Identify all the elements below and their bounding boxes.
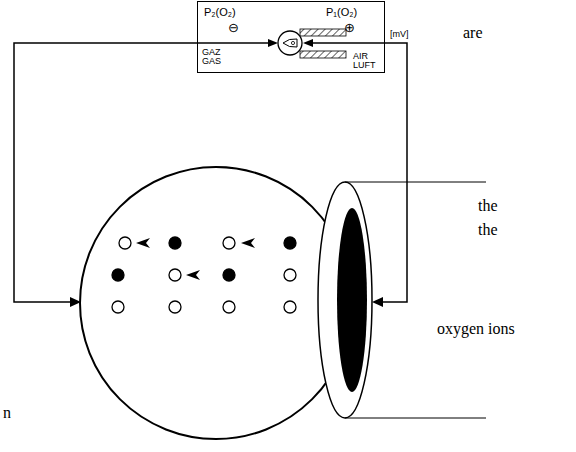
sensor-probe [283,38,297,46]
ion-dot [284,237,296,249]
box-label: P₂(O₂) [204,7,236,19]
polarity-sign: ⊕ [344,21,355,35]
hatched-bar [300,29,346,36]
ion-dots [112,237,296,313]
ion-dot [223,269,235,281]
box-label: AIR LUFT [353,52,376,71]
ion-dot [112,269,124,281]
ion-arrow [186,270,200,280]
text-fragment: the [477,221,499,239]
leader-line [345,418,486,419]
text-fragment: n [2,404,12,422]
text-fragment: oxygen ions [436,320,516,338]
ion-dot [284,301,296,313]
box-label: P₁(O₂) [326,7,357,19]
text-fragment: the [477,197,499,215]
air-inlet-line [311,42,385,43]
ion-arrow [136,238,150,248]
sensor-cell [278,31,302,55]
ion-arrow [241,238,255,248]
arrowhead [303,39,313,47]
gas-inlet-line [197,42,270,43]
arrowhead [268,39,278,47]
box-label: GAZ GAS [202,48,225,67]
ion-dot [223,237,235,249]
wire [14,43,197,302]
leader-line [345,182,486,183]
box-label: [mV] [390,30,409,39]
wire-arrowhead [372,297,383,307]
electrode [337,208,367,392]
ion-dot [169,237,181,249]
wire [380,43,407,302]
ion-dot [112,301,124,313]
sensor-tip [291,41,294,44]
ion-dot [223,301,235,313]
electrolyte-sphere [80,167,352,439]
ion-dot [169,269,181,281]
hatched-bar [300,51,346,58]
meter-box: P₂(O₂)⊖P₁(O₂)⊕[mV]GAZ GASAIR LUFT [197,1,385,73]
polarity-sign: ⊖ [228,21,239,35]
ion-dot [169,301,181,313]
electrode-ring [318,182,372,418]
text-fragment: are [462,24,484,42]
ion-dot [284,269,296,281]
ion-dot [119,237,131,249]
